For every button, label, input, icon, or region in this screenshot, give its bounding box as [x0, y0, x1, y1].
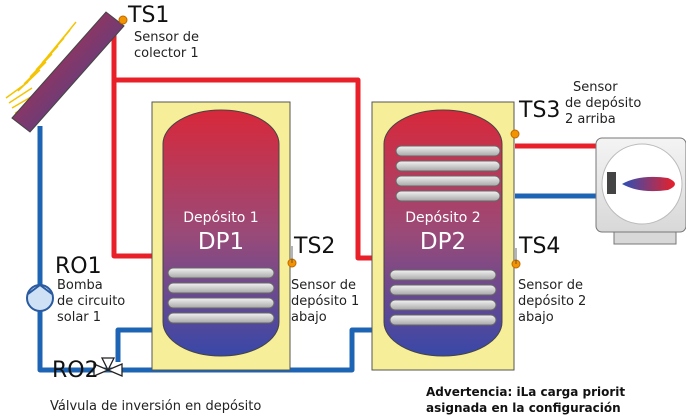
ro1-description-line3: solar 1 — [57, 309, 102, 325]
ts4-label: TS4 — [519, 234, 561, 259]
ts4-description-line2: depósito 2 — [518, 293, 587, 309]
ts3-description-line1: Sensor — [573, 80, 618, 95]
ts1-sensor-dot — [118, 15, 128, 25]
ro2-description: Válvula de inversión en depósito — [50, 399, 262, 414]
ts1-description-line1: Sensor de — [134, 30, 199, 45]
tank-1-code: DP1 — [197, 229, 245, 255]
ts3-description: Sensor de depósito 2 arriba — [565, 80, 641, 128]
ts4-description: Sensor de depósito 2 abajo — [518, 278, 586, 326]
tank-1 — [151, 101, 291, 371]
ro1-label: RO1 — [55, 254, 102, 279]
ts1-label: TS1 — [128, 3, 170, 28]
warning-line2: asignada en la configuración — [426, 400, 621, 415]
ro1-description-line1: Bomba — [57, 278, 103, 293]
ts4-description-line1: Sensor de — [518, 278, 583, 293]
ro1-description-line2: de circuito — [57, 293, 126, 309]
ro1-description: Bomba de circuito solar 1 — [57, 278, 125, 326]
warning-text: Advertencia: iLa carga priorit asignada … — [426, 385, 686, 416]
pump-icon — [26, 283, 54, 312]
ts2-label: TS2 — [294, 234, 336, 259]
ro2-label: RO2 — [52, 358, 99, 383]
heat-exchanger-coil-2-upper — [395, 145, 501, 202]
tank-2-code: DP2 — [419, 229, 467, 255]
three-way-valve-icon — [93, 357, 123, 377]
ts4-description-line3: abajo — [518, 309, 554, 325]
tank-2-title: Depósito 2 DP2 — [384, 210, 502, 255]
sensor-leaders — [291, 246, 517, 264]
ts2-description-line3: abajo — [291, 309, 327, 325]
tank-2 — [371, 101, 515, 371]
boiler-icon — [595, 137, 686, 245]
hot-pipes — [111, 24, 596, 261]
ts3-description-line3: 2 arriba — [565, 111, 616, 127]
warning-line1: Advertencia: iLa carga priorit — [426, 385, 626, 399]
tank-1-name: Depósito 1 — [183, 210, 259, 226]
tank-1-title: Depósito 1 DP1 — [163, 210, 279, 255]
sun-rays-icon — [5, 21, 77, 114]
heat-exchanger-coil-1 — [167, 267, 275, 324]
ts1-description: Sensor de colector 1 — [134, 30, 199, 62]
ts3-label: TS3 — [519, 98, 561, 123]
tank-2-name: Depósito 2 — [405, 210, 481, 226]
ts2-description: Sensor de depósito 1 abajo — [291, 278, 359, 326]
ts1-description-line2: colector 1 — [134, 45, 199, 61]
ts3-description-line2: de depósito — [565, 95, 642, 111]
ts2-description-line1: Sensor de — [291, 278, 356, 293]
ts3-sensor-dot — [510, 129, 520, 139]
ts2-description-line2: depósito 1 — [291, 293, 360, 309]
heat-exchanger-coil-2-lower — [389, 269, 497, 326]
solar-collector-icon — [11, 11, 125, 133]
